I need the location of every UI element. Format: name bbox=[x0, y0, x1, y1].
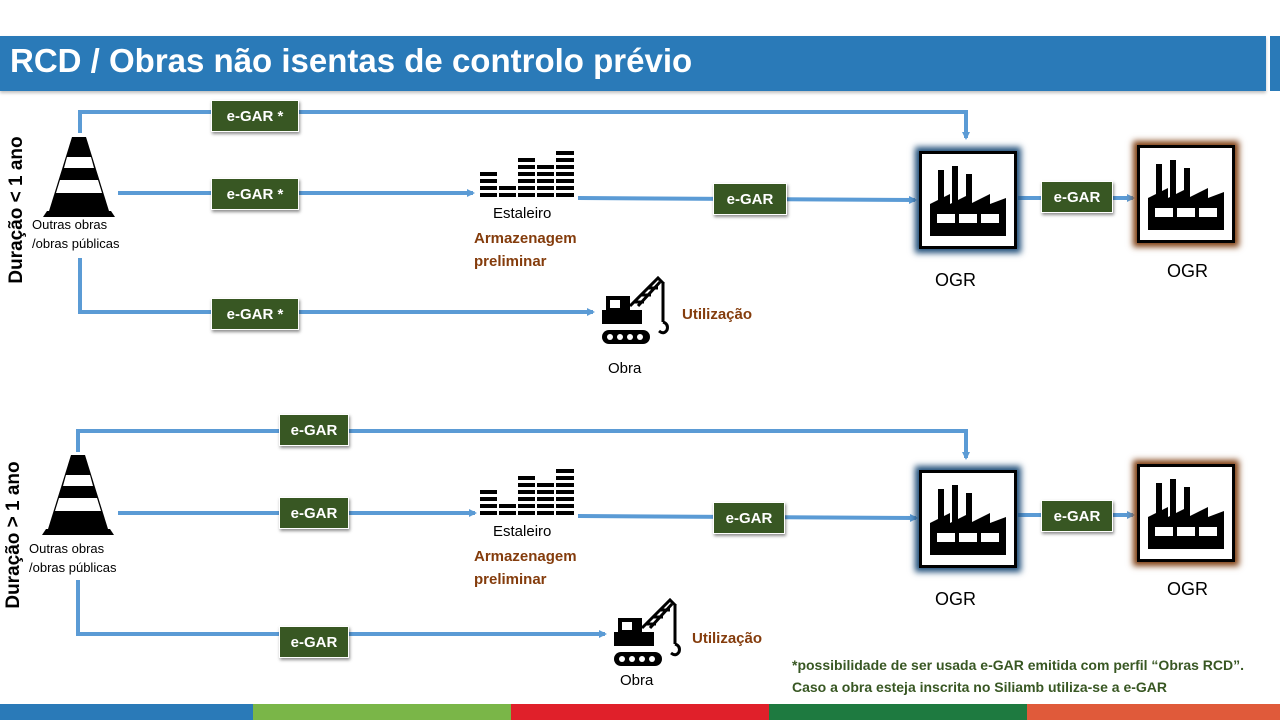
egar-ogr-ogr-badge[interactable]: e-GAR bbox=[1041, 500, 1113, 532]
obra-label: Obra bbox=[608, 360, 642, 377]
egar-estaleiro-ogr-badge[interactable]: e-GAR bbox=[713, 502, 785, 534]
egar-middle-badge[interactable]: e-GAR * bbox=[211, 178, 299, 210]
ogr-label-1: OGR bbox=[935, 270, 977, 290]
arrow-bottom-1 bbox=[78, 258, 595, 316]
traffic-cone-icon bbox=[43, 137, 115, 217]
egar-bottom-badge[interactable]: e-GAR * bbox=[211, 298, 299, 330]
factory-icon bbox=[930, 166, 1006, 236]
ogr-label-2: OGR bbox=[1167, 261, 1209, 281]
title-bar: RCD / Obras não isentas de controlo prév… bbox=[0, 36, 1266, 91]
ogr-label-1: OGR bbox=[935, 589, 977, 609]
ogr-facility-1 bbox=[919, 470, 1017, 568]
factory-icon bbox=[930, 485, 1006, 555]
storage-bars-icon bbox=[480, 469, 574, 515]
ogr-label-2: OGR bbox=[1167, 579, 1209, 599]
obra-label: Obra bbox=[620, 672, 654, 689]
footer-bar-red bbox=[511, 704, 769, 720]
egar-middle-badge[interactable]: e-GAR bbox=[279, 497, 349, 529]
storage-bars-icon bbox=[480, 151, 574, 197]
armazenagem-label: Armazenagem preliminar bbox=[474, 548, 577, 588]
utilizacao-label: Utilização bbox=[682, 306, 753, 323]
footer-bar-orange bbox=[1027, 704, 1280, 720]
source-label: Outras obras /obras públicas bbox=[29, 541, 117, 575]
egar-estaleiro-ogr-badge[interactable]: e-GAR bbox=[713, 183, 787, 215]
crane-icon bbox=[602, 276, 669, 344]
factory-icon bbox=[1148, 479, 1224, 549]
estaleiro-label: Estaleiro bbox=[493, 205, 552, 222]
footer-bar-lightgreen bbox=[253, 704, 511, 720]
arrow-bottom-2 bbox=[76, 580, 607, 638]
armazenagem-label: Armazenagem preliminar bbox=[474, 230, 577, 270]
egar-top-badge[interactable]: e-GAR * bbox=[211, 100, 299, 132]
traffic-cone-icon bbox=[42, 455, 114, 535]
egar-top-badge[interactable]: e-GAR bbox=[279, 414, 349, 446]
title-accent bbox=[1270, 36, 1280, 91]
footnote: *possibilidade de ser usada e-GAR emitid… bbox=[792, 657, 1245, 695]
ogr-facility-1 bbox=[919, 151, 1017, 249]
egar-ogr-ogr-badge[interactable]: e-GAR bbox=[1041, 181, 1113, 213]
duration-label-short: Duração < 1 ano bbox=[6, 136, 27, 284]
duration-label-long: Duração > 1 ano bbox=[3, 461, 24, 609]
utilizacao-label: Utilização bbox=[692, 630, 763, 647]
footer-bar-blue bbox=[0, 704, 253, 720]
ogr-facility-2 bbox=[1137, 145, 1235, 243]
ogr-facility-2 bbox=[1137, 464, 1235, 562]
source-label: Outras obras /obras públicas bbox=[32, 217, 120, 251]
page-title: RCD / Obras não isentas de controlo prév… bbox=[10, 42, 693, 79]
arrow-top-1 bbox=[78, 110, 970, 140]
arrow-top-2 bbox=[76, 429, 970, 460]
crane-icon bbox=[614, 598, 681, 666]
egar-bottom-badge[interactable]: e-GAR bbox=[279, 626, 349, 658]
footer-bar-darkgreen bbox=[769, 704, 1027, 720]
estaleiro-label: Estaleiro bbox=[493, 523, 552, 540]
factory-icon bbox=[1148, 160, 1224, 230]
